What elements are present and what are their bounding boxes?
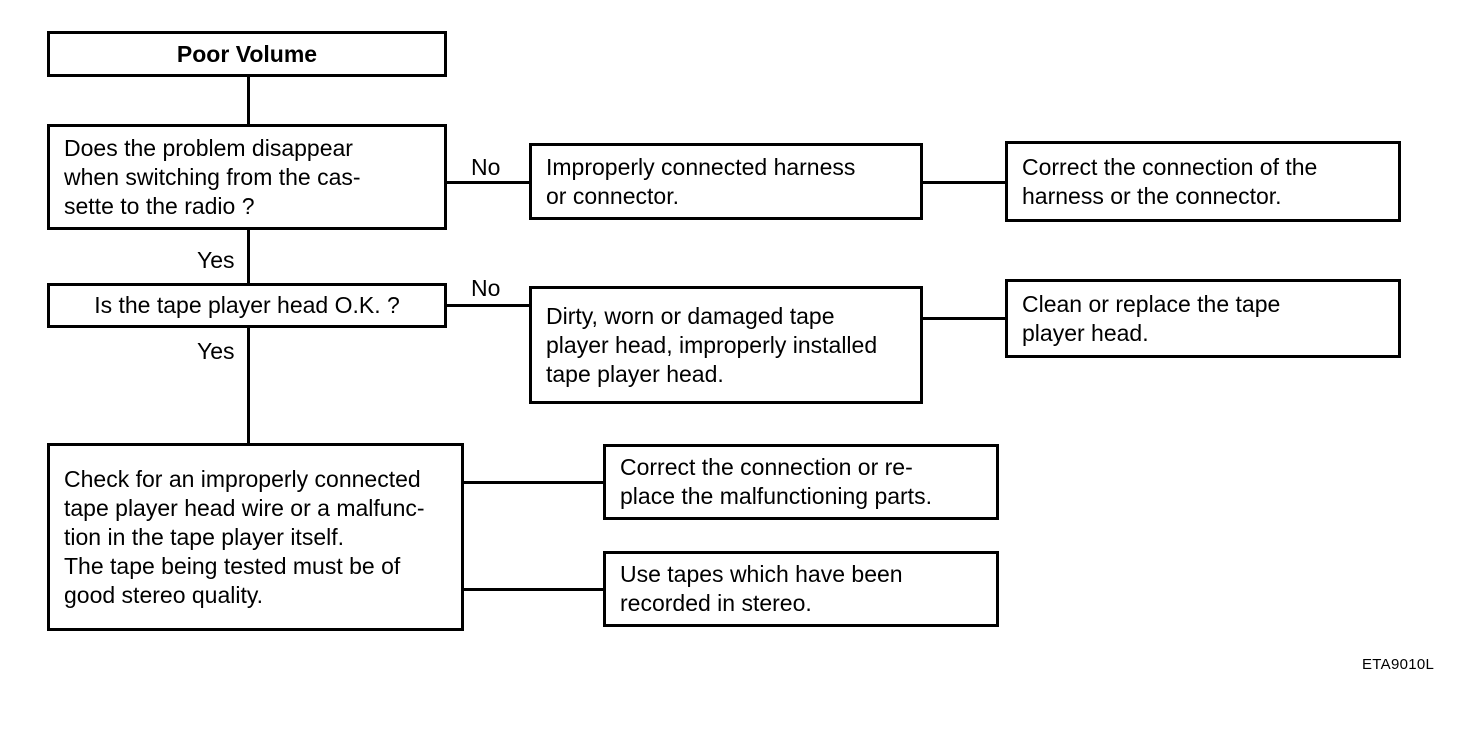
node-q1-cause-label: Improperly connected harness or connecto…	[546, 153, 856, 209]
connector-q1-cause-to-fix	[920, 181, 1008, 184]
edge-label-q1-no: No	[471, 154, 501, 180]
node-question-2[interactable]: Is the tape player head O.K. ?	[47, 283, 447, 328]
reference-code-label: ETA9010L	[1362, 656, 1435, 673]
node-question-1-label: Does the problem disappear when switchin…	[64, 134, 361, 219]
edge-label-q2-no: No	[471, 275, 501, 301]
connector-q2-cause-to-fix	[920, 317, 1008, 320]
node-q2-fix[interactable]: Clean or replace the tape player head.	[1005, 279, 1401, 358]
node-final-check[interactable]: Check for an improperly connected tape p…	[47, 443, 464, 631]
connector-final-to-fix-2	[461, 588, 605, 591]
edge-label-q2-yes: Yes	[197, 338, 235, 364]
node-question-1[interactable]: Does the problem disappear when switchin…	[47, 124, 447, 230]
node-question-2-label: Is the tape player head O.K. ?	[94, 292, 400, 318]
edge-label-q1-yes: Yes	[197, 247, 235, 273]
node-start-label: Poor Volume	[176, 40, 318, 67]
node-final-fix-2[interactable]: Use tapes which have been recorded in st…	[603, 551, 999, 627]
node-q2-cause[interactable]: Dirty, worn or damaged tape player head,…	[529, 286, 923, 404]
node-q2-cause-label: Dirty, worn or damaged tape player head,…	[546, 302, 878, 387]
connector-final-to-fix-1	[461, 481, 605, 484]
node-final-fix-1[interactable]: Correct the connection or re- place the …	[603, 444, 999, 520]
node-final-fix-2-label: Use tapes which have been recorded in st…	[620, 561, 903, 616]
connector-start-to-q1	[247, 76, 250, 126]
connector-q1-no-to-cause	[446, 181, 532, 184]
node-final-fix-1-label: Correct the connection or re- place the …	[620, 454, 932, 509]
connector-q2-no-to-cause	[446, 304, 532, 307]
node-start[interactable]: Poor Volume	[47, 31, 447, 77]
connector-q1-yes-to-q2	[247, 229, 250, 283]
node-q1-cause[interactable]: Improperly connected harness or connecto…	[529, 143, 923, 220]
node-q1-fix[interactable]: Correct the connection of the harness or…	[1005, 141, 1401, 222]
node-q2-fix-label: Clean or replace the tape player head.	[1022, 290, 1281, 346]
connector-q2-yes-to-final	[247, 326, 250, 443]
node-final-check-label: Check for an improperly connected tape p…	[64, 465, 425, 608]
node-q1-fix-label: Correct the connection of the harness or…	[1022, 153, 1318, 209]
